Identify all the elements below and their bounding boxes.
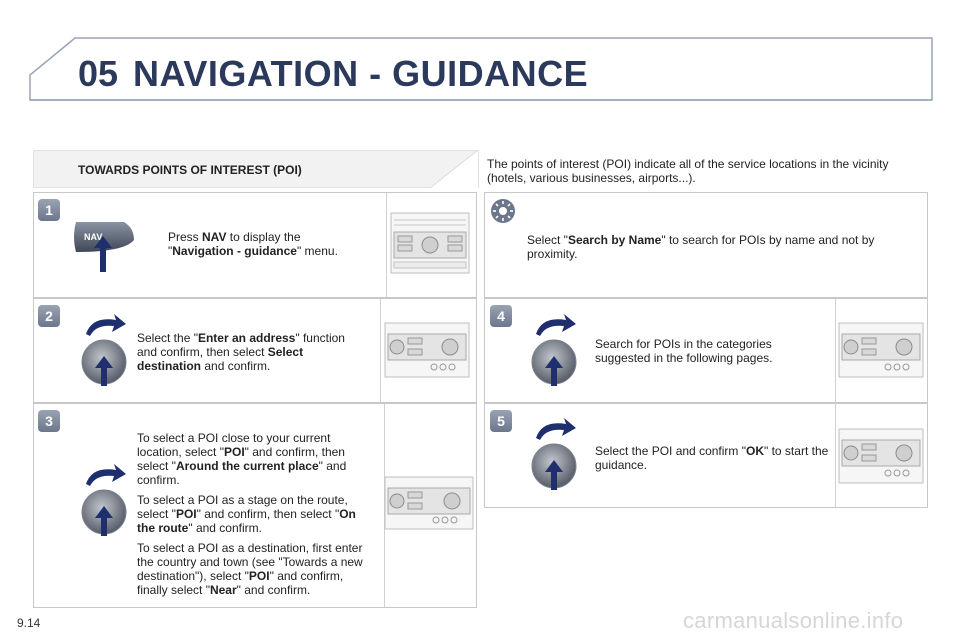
step-4-badge: 4 xyxy=(490,305,512,327)
section-header-bar xyxy=(33,150,479,188)
step-5-text: Select the POI and confirm "OK" to start… xyxy=(595,444,829,472)
radio-unit-icon xyxy=(390,212,470,274)
section-header-corner xyxy=(430,150,479,189)
tip-panel xyxy=(484,192,928,298)
step-2-badge: 2 xyxy=(38,305,60,327)
step-4-text: Search for POIs in the categories sugges… xyxy=(595,337,773,365)
chapter-number: 05 xyxy=(78,53,119,94)
radio-unit-icon xyxy=(838,322,924,378)
rotary-knob-icon xyxy=(531,314,577,386)
header-frame xyxy=(29,37,933,101)
rotary-knob-icon xyxy=(531,418,577,490)
step-5-badge: 5 xyxy=(490,410,512,432)
section-title: TOWARDS POINTS OF INTEREST (POI) xyxy=(78,163,302,177)
radio-unit-icon xyxy=(384,476,474,530)
step-3-badge: 3 xyxy=(38,410,60,432)
watermark: carmanualsonline.info xyxy=(683,608,904,633)
step-1-text: Press NAV to display the "Navigation - g… xyxy=(168,230,338,258)
section-intro: The points of interest (POI) indicate al… xyxy=(487,157,889,185)
step-1-badge: 1 xyxy=(38,199,60,221)
radio-unit-icon xyxy=(384,322,470,378)
step-2-text: Select the "Enter an address" function a… xyxy=(137,331,345,373)
nav-button-label: NAV xyxy=(84,232,103,242)
rotary-knob-icon xyxy=(81,464,127,536)
nav-button-icon xyxy=(74,222,134,272)
step-3-text: To select a POI close to your current lo… xyxy=(137,431,363,597)
rotary-knob-icon xyxy=(81,314,127,386)
chapter-title: NAVIGATION - GUIDANCE xyxy=(133,53,589,94)
radio-unit-icon xyxy=(838,428,924,484)
tip-text: Select "Search by Name" to search for PO… xyxy=(527,233,875,261)
page-number: 9.14 xyxy=(17,616,41,630)
tip-lightbulb-icon xyxy=(491,199,515,223)
